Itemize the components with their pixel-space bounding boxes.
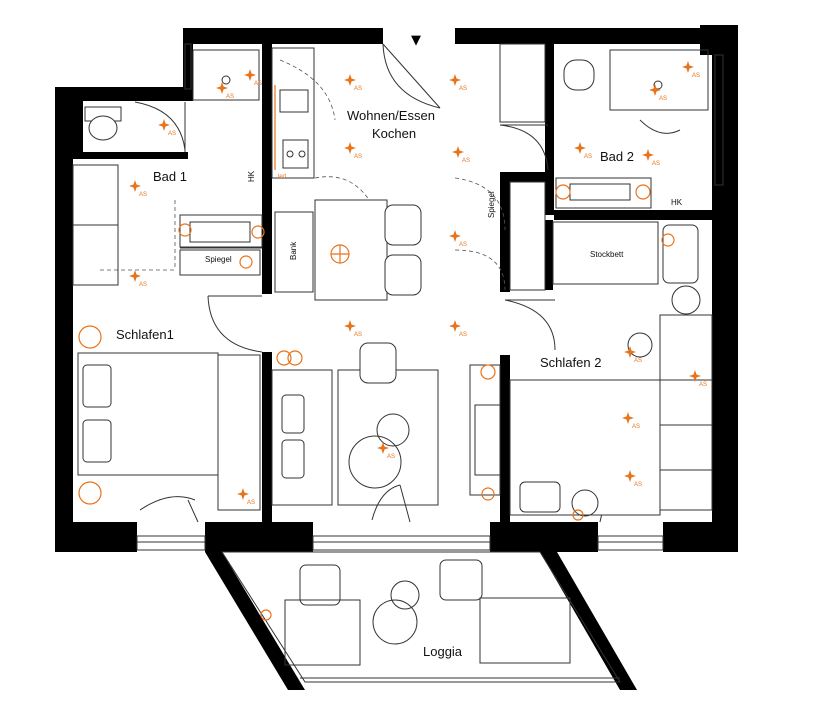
socket-icon <box>624 470 636 482</box>
bad1-fixtures <box>72 49 263 286</box>
socket-icon <box>574 142 586 154</box>
socket-icon <box>452 146 464 158</box>
socket-icon <box>129 270 141 282</box>
windows <box>136 43 724 551</box>
socket-label: AS <box>139 192 147 198</box>
socket-label: AS <box>584 154 592 160</box>
socket-icon <box>649 84 661 96</box>
socket-label: AS <box>226 94 234 100</box>
socket-icon <box>642 149 654 161</box>
kitchen <box>271 47 422 301</box>
socket-label: AS <box>139 282 147 288</box>
socket-label: AS <box>652 161 660 167</box>
socket-label: AS <box>632 424 640 430</box>
socket-icon <box>449 230 461 242</box>
label-hk-bad1: HK <box>247 170 256 182</box>
socket-icon <box>689 370 701 382</box>
socket-icon <box>377 442 389 454</box>
room-label-schlafen2: Schlafen 2 <box>540 355 601 370</box>
socket-label: AS <box>459 332 467 338</box>
socket-label: AS <box>354 332 362 338</box>
socket-icon <box>344 320 356 332</box>
socket-icon <box>237 488 249 500</box>
socket-label: AS <box>462 158 470 164</box>
socket-label: AS <box>254 81 262 87</box>
socket-icon <box>216 82 228 94</box>
socket-icon <box>244 69 256 81</box>
socket-label: AS <box>247 500 255 506</box>
room-label-bad2: Bad 2 <box>600 149 634 164</box>
label-stockbett: Stockbett <box>590 250 624 259</box>
room-label-wohnen-line1: Wohnen/Essen <box>347 108 435 123</box>
socket-label: AS <box>692 73 700 79</box>
bad2-fixtures <box>499 43 709 291</box>
socket-icon <box>449 320 461 332</box>
socket-icon <box>449 74 461 86</box>
schlafen2-furniture <box>509 221 713 517</box>
schlafen1-furniture <box>77 325 261 511</box>
socket-icon <box>158 119 170 131</box>
socket-label: AS <box>168 131 176 137</box>
label-spiegel-flur: Spiegel <box>487 191 496 218</box>
room-label-schlafen1: Schlafen1 <box>116 327 174 342</box>
socket-label: AS <box>387 454 395 460</box>
socket-icon <box>624 346 636 358</box>
socket-label: AS <box>354 86 362 92</box>
socket-icon <box>344 74 356 86</box>
socket-icon <box>682 61 694 73</box>
socket-label: AS <box>459 242 467 248</box>
socket-icon <box>344 142 356 154</box>
room-label-wohnen-line2: Kochen <box>372 126 416 141</box>
entrance-marker: ▼ <box>411 33 421 48</box>
socket-label: AS <box>659 96 667 102</box>
label-hk-bad2: HK <box>671 198 683 207</box>
living-furniture <box>271 342 501 506</box>
socket-label: AS <box>634 482 642 488</box>
socket-label: AS <box>634 358 642 364</box>
socket-icon <box>622 412 634 424</box>
electrical-sockets: AS AS AS AS AS AS AS AS AS AS AS AS AS AS AS AS AS AS AS AS… <box>129 61 707 506</box>
socket-label: AS <box>459 86 467 92</box>
label-spiegel-bad1: Spiegel <box>205 255 232 264</box>
socket-icon <box>129 180 141 192</box>
room-label-bad1: Bad 1 <box>153 169 187 184</box>
room-label-loggia: Loggia <box>423 644 463 659</box>
ceiling-lights <box>178 184 675 621</box>
walls <box>55 25 738 690</box>
label-led: led <box>278 174 286 180</box>
socket-label: AS <box>699 382 707 388</box>
label-bank: Bank <box>289 241 298 260</box>
socket-label: AS <box>354 154 362 160</box>
loggia <box>221 551 621 683</box>
